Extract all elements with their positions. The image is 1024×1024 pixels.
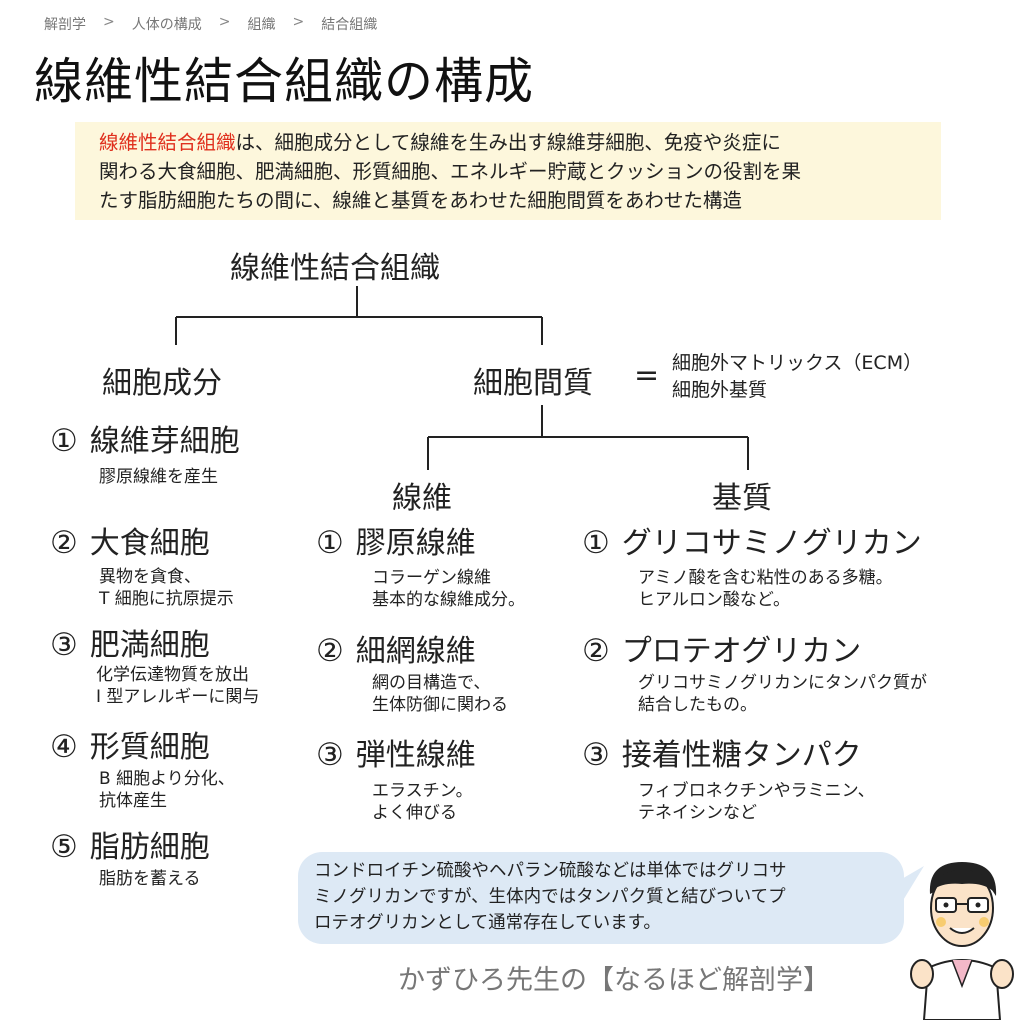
intro-text: は、細胞成分として線維を生み出す線維芽細胞、免疫や炎症に	[235, 131, 781, 154]
breadcrumb-separator: >	[103, 14, 115, 30]
root-label: 線維性結合組織	[230, 251, 440, 286]
ground-item-desc: アミノ酸を含む粘性のある多糖。ヒアルロン酸など。	[638, 568, 893, 610]
ground-substance-label: 基質	[712, 481, 772, 516]
note-line: ロテオグリカンとして通常存在しています。	[314, 913, 661, 933]
fiber-item-desc: エラスチン。よく伸びる	[372, 781, 473, 823]
intro-highlight: 線維性結合組織	[99, 131, 236, 154]
ground-item-desc: グリコサミノグリカンにタンパク質が結合したもの。	[638, 673, 927, 715]
intro-line: たす脂肪細胞たちの間に、線維と基質をあわせた細胞間質をあわせた構造	[99, 189, 742, 212]
fiber-item-desc: 網の目構造で、生体防御に関わる	[372, 673, 508, 715]
breadcrumb-separator: >	[218, 14, 231, 30]
note-line: ミノグリカンですが、生体内ではタンパク質と結びついてプ	[314, 887, 786, 907]
breadcrumb-item[interactable]: 組織	[247, 17, 276, 33]
equals-sign: =	[634, 358, 660, 393]
intro-line: 関わる大食細胞、肥満細胞、形質細胞、エネルギー貯蔵とクッションの役割を果	[99, 160, 802, 183]
note-line: コンドロイチン硫酸やヘパラン硫酸などは単体ではグリコサ	[314, 861, 787, 881]
cell-component-label: 細胞成分	[102, 366, 222, 401]
fiber-item-desc: コラーゲン線維基本的な線維成分。	[372, 568, 525, 610]
ground-item-desc: フィブロネクチンやラミニン、テネイシンなど	[638, 781, 875, 823]
intro-line: 線維性結合組織は、細胞成分として線維を生み出す線維芽細胞、免疫や炎症に	[99, 128, 917, 157]
breadcrumb-separator: >	[292, 14, 305, 30]
cell-item-desc: 脂肪を蓄える	[99, 869, 201, 889]
brand-footer: かずひろ先生の【なるほど解剖学】	[398, 965, 830, 996]
breadcrumb-item[interactable]: 解剖学	[44, 17, 86, 33]
fibers-label: 線維	[392, 481, 452, 516]
cell-item-desc: 膠原線維を産生	[99, 467, 218, 487]
cell-item-desc: 異物を貪食、T 細胞に抗原提示	[99, 567, 234, 609]
mascot-doctor-icon	[910, 862, 1014, 1020]
cell-item-desc: B 細胞より分化、抗体産生	[99, 769, 235, 811]
breadcrumb: 解剖学 > 人体の構成 > 組織 > 結合組織	[44, 14, 377, 34]
intro-box: 線維性結合組織は、細胞成分として線維を生み出す線維芽細胞、免疫や炎症に 関わる大…	[75, 122, 941, 220]
breadcrumb-item[interactable]: 人体の構成	[131, 17, 202, 33]
intercellular-label: 細胞間質	[473, 366, 593, 401]
intercellular-synonyms: 細胞外マトリックス（ECM） 細胞外基質	[672, 352, 923, 401]
note-bubble: コンドロイチン硫酸やヘパラン硫酸などは単体ではグリコサ ミノグリカンですが、生体…	[298, 852, 904, 944]
breadcrumb-item[interactable]: 結合組織	[321, 17, 378, 33]
page-title: 線維性結合組織の構成	[34, 53, 535, 110]
